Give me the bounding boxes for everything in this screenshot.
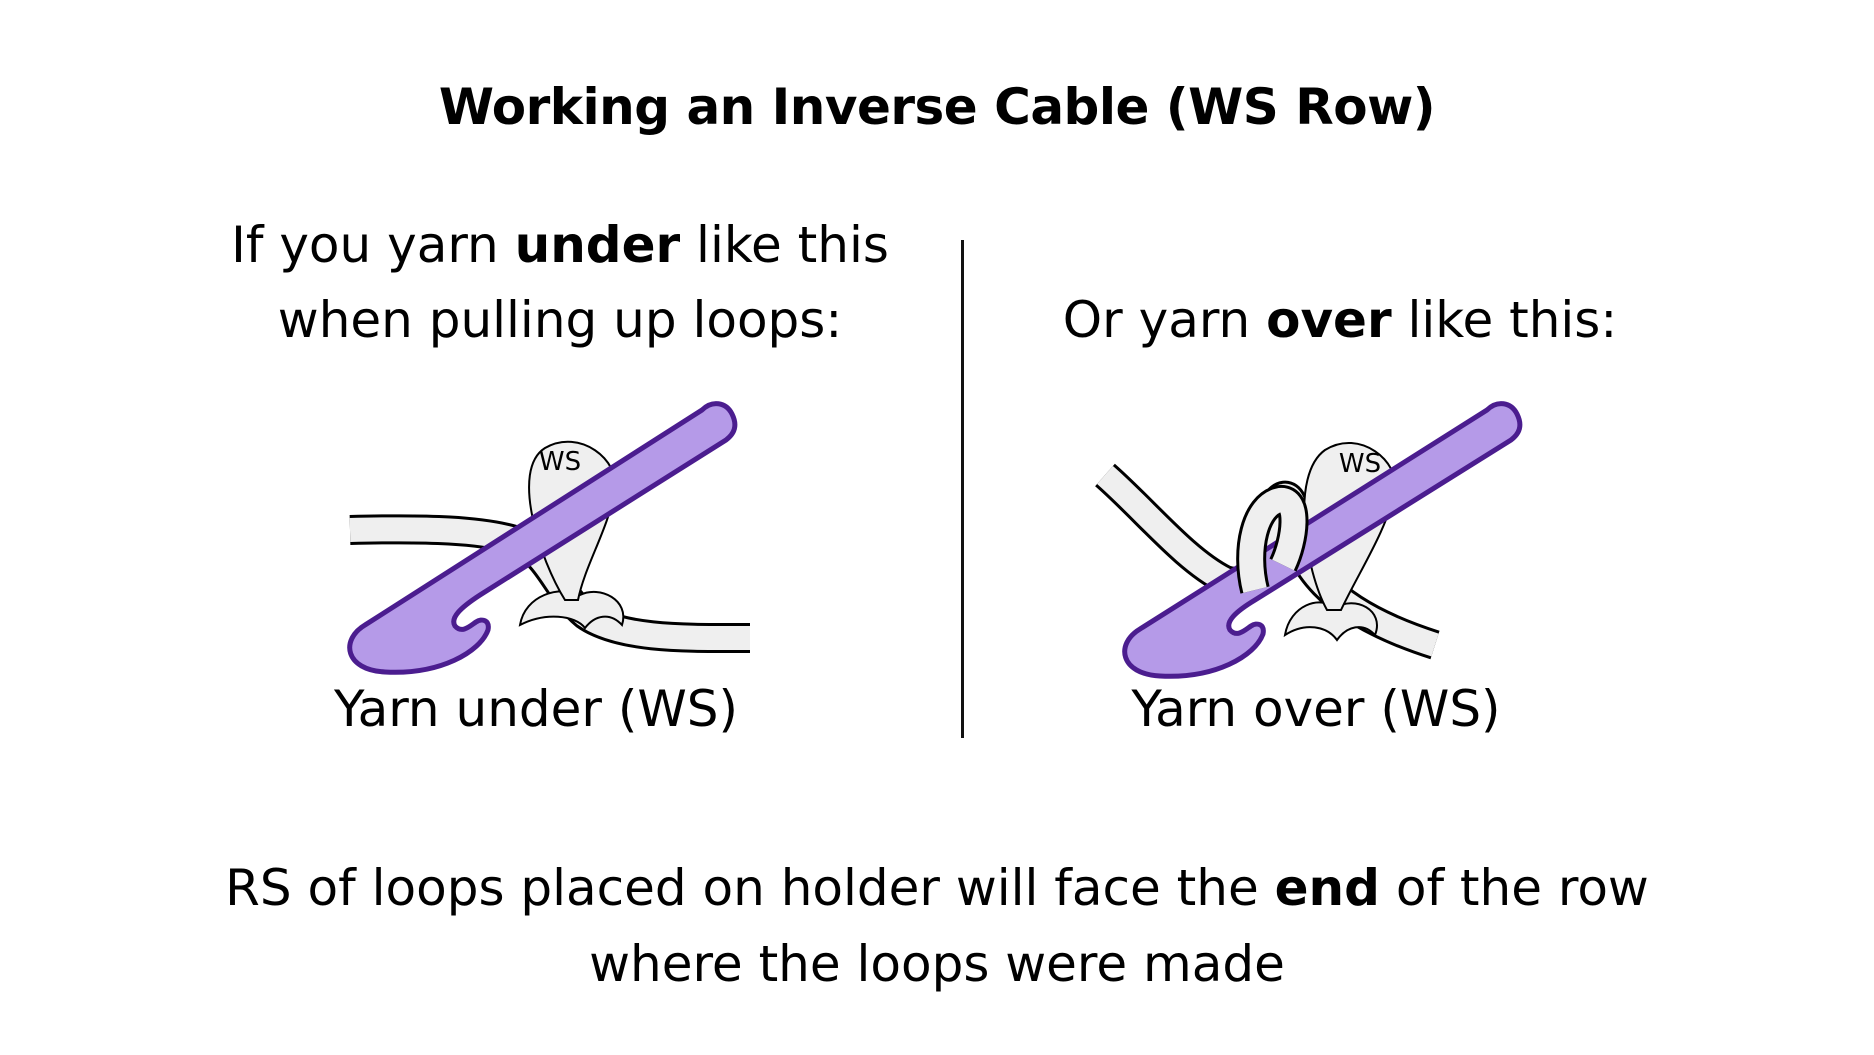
yarn-over-caption: Yarn over (WS) <box>1131 680 1501 738</box>
ws-loop-label: WS <box>539 447 581 477</box>
left-heading-line1: If you yarn under like this <box>160 208 960 283</box>
stitch-knot <box>518 590 625 630</box>
yarn-under-illustration: WS <box>347 401 751 675</box>
footer-note: RS of loops placed on holder will face t… <box>0 850 1874 1002</box>
crochet-hook <box>347 401 738 675</box>
right-heading-text: Or yarn <box>1062 291 1267 349</box>
footer-emphasis: end <box>1274 859 1380 917</box>
stitch-knot <box>1283 601 1378 642</box>
left-heading: If you yarn under like this when pulling… <box>160 208 960 358</box>
page-title: Working an Inverse Cable (WS Row) <box>438 78 1436 136</box>
crochet-hook <box>1122 401 1523 679</box>
ws-loop-label: WS <box>1339 449 1381 479</box>
footer-line2: where the loops were made <box>589 935 1285 993</box>
right-heading-text-end: like this: <box>1391 291 1618 349</box>
footer-text-end: of the row <box>1379 859 1649 917</box>
left-heading-text: If you yarn <box>231 216 515 274</box>
right-heading-emphasis: over <box>1266 291 1392 349</box>
footer-text: RS of loops placed on holder will face t… <box>225 859 1275 917</box>
left-heading-line2: when pulling up loops: <box>277 291 843 349</box>
yarn-under-caption: Yarn under (WS) <box>333 680 739 738</box>
panel-divider <box>961 240 964 738</box>
right-heading: Or yarn over like this: <box>1000 283 1680 358</box>
yarn-over-illustration: WS <box>1095 401 1523 679</box>
left-heading-emphasis: under <box>514 216 681 274</box>
footer-line1: RS of loops placed on holder will face t… <box>0 850 1874 926</box>
left-heading-text-end: like this <box>680 216 889 274</box>
